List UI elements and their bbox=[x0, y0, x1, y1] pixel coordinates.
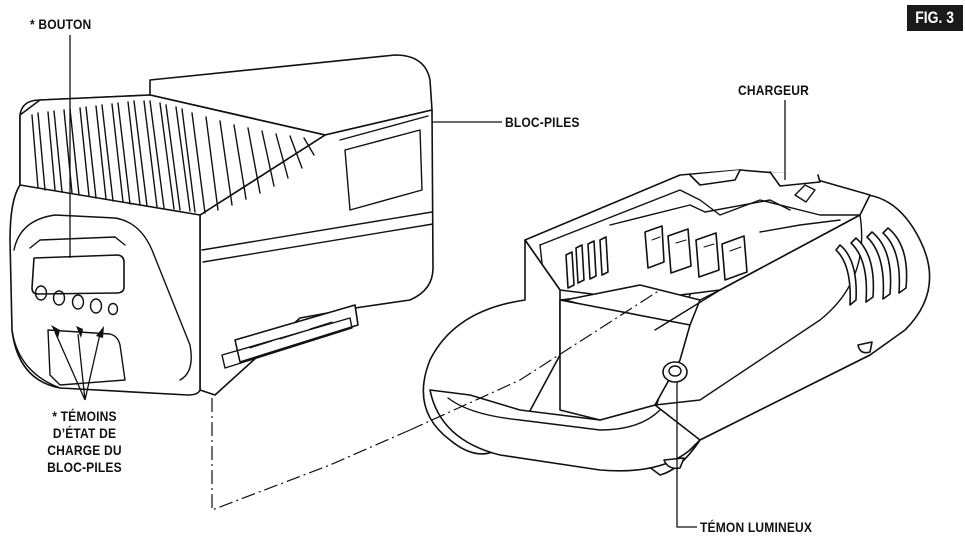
figure-badge: FIG. 3 bbox=[907, 5, 963, 31]
label-charge-indicators-line-1: * TÉMOINS bbox=[52, 408, 117, 424]
label-battery-pack: BLOC-PILES bbox=[505, 114, 580, 130]
charger-drawing bbox=[422, 169, 931, 476]
battery-button bbox=[31, 254, 125, 295]
charge-led-indicators bbox=[34, 285, 119, 316]
charger-contacts bbox=[565, 225, 748, 289]
cooling-fins bbox=[19, 94, 326, 216]
label-charge-indicators-line-3: CHARGE DU bbox=[47, 442, 122, 458]
leader-charge-indicators bbox=[54, 331, 101, 401]
charge-led-3 bbox=[71, 294, 85, 310]
battery-side-panel bbox=[344, 129, 423, 211]
label-charge-indicators: * TÉMOINS D’ÉTAT DE CHARGE DU BLOC-PILES bbox=[12, 408, 157, 476]
charge-led-5 bbox=[107, 302, 119, 316]
label-indicator-light: TÉMON LUMINEUX bbox=[700, 519, 813, 535]
charger-front-handle bbox=[429, 389, 701, 472]
charge-led-1 bbox=[34, 285, 48, 301]
charge-led-4 bbox=[89, 298, 103, 314]
label-charge-indicators-line-2: D’ÉTAT DE bbox=[52, 425, 117, 441]
alignment-line-2 bbox=[409, 289, 661, 431]
charge-led-2 bbox=[52, 290, 66, 306]
alignment-lines bbox=[211, 289, 661, 511]
alignment-line-1 bbox=[211, 398, 411, 511]
label-charger: CHARGEUR bbox=[738, 82, 809, 98]
front-bezel bbox=[13, 214, 192, 381]
leader-indicator-light bbox=[676, 382, 697, 528]
charger-indicator-light bbox=[662, 361, 688, 383]
leader-lines bbox=[51, 35, 786, 528]
label-button: * BOUTON bbox=[30, 16, 92, 32]
battery-pack-drawing bbox=[9, 54, 434, 396]
charger-vents bbox=[835, 227, 908, 306]
label-charge-indicators-line-4: BLOC-PILES bbox=[47, 459, 122, 475]
